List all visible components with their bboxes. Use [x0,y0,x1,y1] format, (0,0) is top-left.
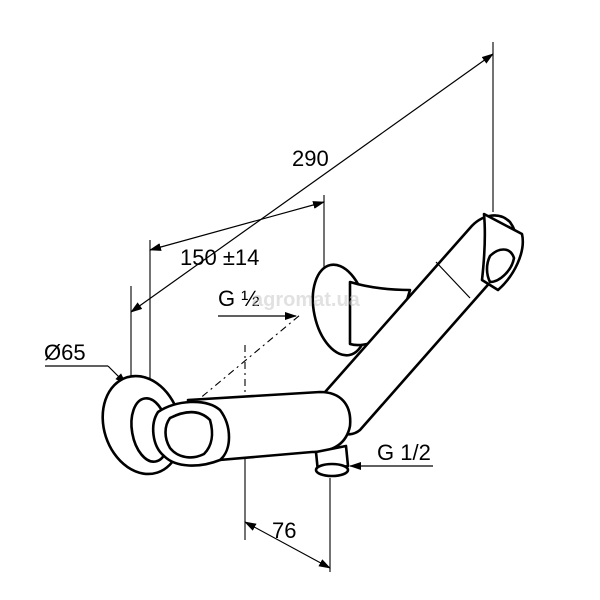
handle-face [164,410,214,459]
watermark: agromat.ua [252,289,361,311]
dimension-lines [45,53,494,569]
dim-line-150 [149,201,325,251]
label-290: 290 [292,146,329,171]
body-seam [435,261,471,299]
outlet-thread [314,462,350,478]
label-diameter: Ø65 [44,340,86,365]
mixer-body [101,212,525,478]
dim-line-290 [130,53,494,313]
label-outlet-thread: G 1/2 [377,440,431,465]
label-76: 76 [272,518,296,543]
labels: 290 150 ±14 Ø65 G ½ G 1/2 76 agromat.ua [44,146,431,543]
thermostat-grip [485,248,516,284]
label-150: 150 ±14 [180,245,259,270]
wall-centerline [149,314,301,441]
label-inlet-thread: G ½ [218,286,260,311]
dim-line-76 [244,521,331,569]
